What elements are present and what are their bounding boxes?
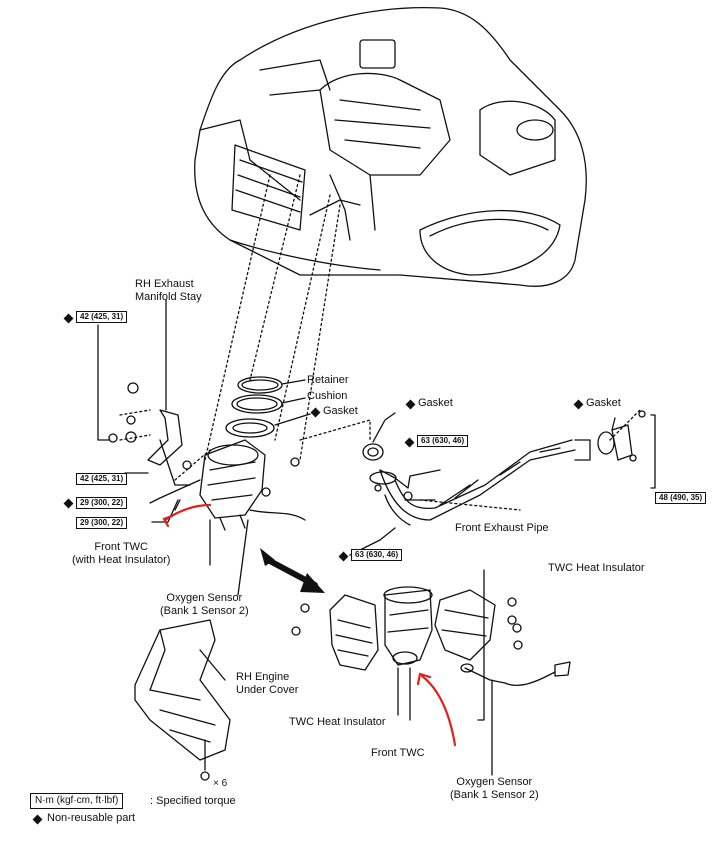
- torque-t3: 29 (300, 22): [76, 497, 128, 509]
- red-arrowhead-upper: [162, 514, 174, 528]
- rear-gasket-flange: [597, 410, 656, 489]
- label-retainer: Retainer: [307, 374, 349, 386]
- label-front-twc-insulator: Front TWC (with Heat Insulator): [72, 541, 171, 566]
- red-annotations: [162, 503, 457, 747]
- front-exhaust-pipe: [362, 439, 591, 526]
- legend-torque-unit-box: N·m (kgf·cm, ft·lbf): [30, 793, 124, 809]
- label-front-twc: Front TWC: [371, 747, 425, 759]
- assembly-guide-lines: [119, 174, 641, 511]
- legend-torque-unit-text: : Specified torque: [150, 795, 236, 807]
- label-gasket-left: Gasket: [323, 405, 358, 417]
- black-pointer-arrow: [260, 548, 325, 593]
- twc-heat-insulator-left: [291, 594, 379, 671]
- bolt-count-label: × 6: [213, 778, 228, 789]
- front-twc-with-insulator: [174, 439, 306, 531]
- label-oxygen-sensor-bottom: Oxygen Sensor (Bank 1 Sensor 2): [450, 776, 539, 801]
- label-twc-heat-insulator-left: TWC Heat Insulator: [289, 716, 386, 728]
- torque-t1: 42 (425, 31): [76, 311, 128, 323]
- rh-exhaust-manifold-stay: [97, 321, 191, 486]
- vehicle-front-body: [194, 6, 587, 287]
- torque-t5: 63 (630, 46): [417, 435, 469, 447]
- label-twc-heat-insulator-right: TWC Heat Insulator: [548, 562, 645, 574]
- red-arrowhead-lower: [416, 672, 432, 686]
- rh-engine-under-cover: [134, 619, 231, 781]
- torque-t4: 29 (300, 22): [76, 517, 128, 529]
- gasket-stack: [225, 376, 311, 438]
- label-rh-manifold-stay: RH Exhaust Manifold Stay: [135, 278, 202, 303]
- label-cushion: Cushion: [307, 390, 348, 402]
- torque-t6: 63 (630, 46): [351, 549, 403, 561]
- label-gasket-right: Gasket: [586, 397, 621, 409]
- oxygen-sensor-lower: [460, 661, 571, 776]
- label-oxygen-sensor-top: Oxygen Sensor (Bank 1 Sensor 2): [160, 592, 249, 617]
- torque-t2: 42 (425, 31): [76, 473, 128, 485]
- label-gasket-mid: Gasket: [418, 397, 453, 409]
- leader-lines: [124, 299, 616, 721]
- label-front-exhaust-pipe: Front Exhaust Pipe: [455, 522, 549, 534]
- red-arrow-lower: [420, 674, 457, 747]
- label-rh-under-cover: RH Engine Under Cover: [236, 671, 299, 696]
- legend-nonreusable-text: Non-reusable part: [47, 812, 136, 824]
- front-twc-lower: [383, 586, 433, 666]
- torque-t7: 48 (490, 35): [655, 492, 707, 504]
- twc-heat-insulator-right: [434, 569, 523, 721]
